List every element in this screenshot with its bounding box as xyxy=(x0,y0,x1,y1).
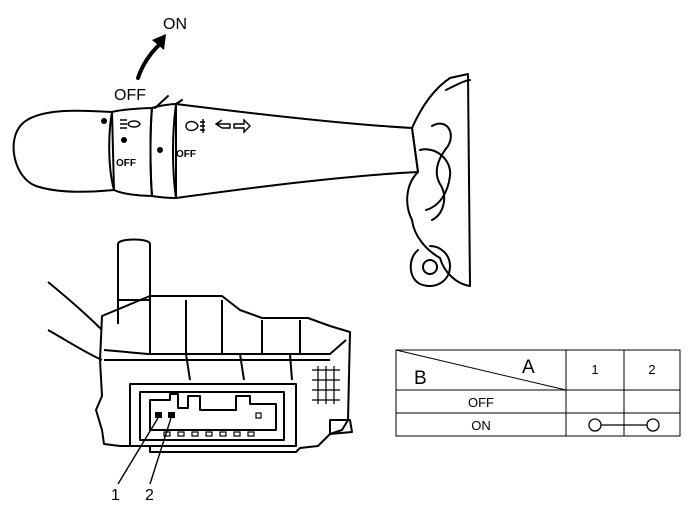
connector-shell xyxy=(129,383,297,447)
turn-left-arrow-icon xyxy=(214,119,231,129)
switch-post xyxy=(117,238,151,301)
continuity-table: A B 1 2 OFF ON xyxy=(395,349,681,437)
pin-2-label: 2 xyxy=(145,487,154,504)
lever-shaft xyxy=(175,103,419,199)
ring1-off-label: OFF xyxy=(116,158,136,169)
connector-pin-row xyxy=(155,412,262,437)
pin-1-label: 1 xyxy=(111,487,120,504)
switch-housing xyxy=(95,295,351,453)
headlight-symbol-icon xyxy=(127,120,141,128)
off-direction-label: OFF xyxy=(114,87,146,104)
table-corner-diagonal xyxy=(395,349,567,391)
on-direction-label: ON xyxy=(163,16,187,33)
lever-ring-2 xyxy=(149,103,177,199)
table-header-a: A xyxy=(522,357,535,378)
table-header-b: B xyxy=(414,368,427,389)
fog-light-symbol-icon xyxy=(185,120,199,132)
switch-body xyxy=(47,238,353,453)
table-col-1: 1 xyxy=(591,362,598,377)
table-row-on: ON xyxy=(471,418,491,433)
connector-pin-2 xyxy=(168,412,175,418)
ring2-off-dot xyxy=(157,147,163,153)
lever-symbols xyxy=(120,118,251,134)
rotation-arrow-icon xyxy=(136,44,160,80)
steering-column-housing xyxy=(406,73,471,287)
connector-pin-1 xyxy=(155,412,162,418)
lever-knob-tip xyxy=(12,109,115,193)
continuity-symbol-on xyxy=(588,418,660,432)
turn-right-arrow-icon xyxy=(233,118,251,134)
ring1-off-dot xyxy=(121,137,127,143)
table-col-2: 2 xyxy=(648,362,655,377)
table-row-off: OFF xyxy=(468,395,494,410)
lever-switch xyxy=(12,73,471,287)
pin-1-leader xyxy=(117,417,159,485)
ring1-indicator-dot xyxy=(101,118,107,124)
pin-2-leader xyxy=(149,417,172,485)
mounting-hole xyxy=(422,259,438,275)
mounting-tab xyxy=(409,245,451,287)
ring2-off-label: OFF xyxy=(176,149,196,160)
